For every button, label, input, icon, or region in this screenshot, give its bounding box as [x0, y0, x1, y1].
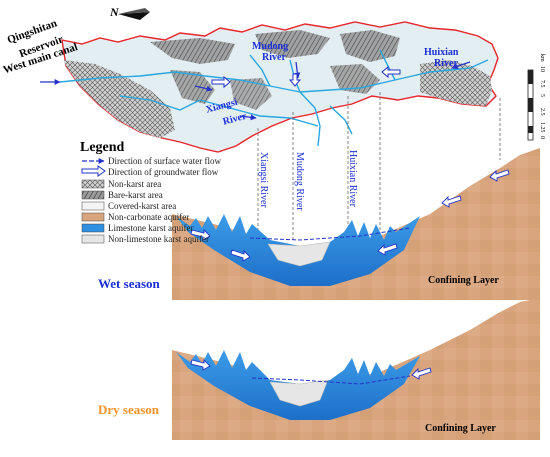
north-arrow-icon	[118, 8, 150, 20]
map-river-label-huixian-2: River	[434, 58, 458, 69]
legend-non-karst-swatch	[81, 179, 105, 189]
dry-season-section	[172, 298, 540, 440]
scale-tick-5: 10	[539, 66, 545, 72]
map-river-label-mudong-1: Mudong	[252, 41, 289, 52]
groundwater-arrow-map-3	[381, 65, 401, 79]
legend-swatches	[81, 158, 106, 244]
legend-label-non-carbonate: Non-carbonate aquifer	[108, 212, 190, 222]
projection-lines	[257, 92, 501, 240]
groundwater-arrow-wet-2	[230, 249, 251, 262]
bare-karst-area-6	[230, 78, 272, 110]
wet-season-label: Wet season	[98, 276, 160, 291]
legend-label-surface-flow: Direction of surface water flow	[108, 156, 221, 166]
legend-label-non-limestone-karst: Non-limestone karst aquifer	[108, 234, 209, 244]
groundwater-arrow-map-1	[211, 75, 231, 89]
map-river-label-huixian-1: Huixian	[424, 47, 459, 58]
section-river-label-huixian: Huixian River	[347, 150, 358, 207]
surface-flow-arrow-3	[294, 61, 301, 79]
legend-title: Legend	[80, 140, 125, 155]
legend-non-carbonate-swatch	[81, 212, 105, 222]
groundwater-arrow-wet-3	[377, 243, 398, 256]
section-river-label-xiangsi: Xiangsi River	[258, 152, 269, 208]
map-river-label-mudong-2: River	[262, 52, 286, 63]
groundwater-arrow-dry-2	[411, 367, 432, 380]
groundwater-arrow-wet-4	[441, 195, 462, 208]
surface-flow-arrow-2	[239, 114, 257, 121]
bare-karst-area-1	[150, 38, 235, 64]
legend-limestone-karst-swatch	[81, 223, 105, 233]
scale-tick-4: 7.5	[539, 80, 545, 88]
bare-karst-area-2	[255, 30, 330, 58]
dry-confining-layer-label: Confining Layer	[425, 423, 496, 434]
scale-tick-3: 5	[539, 94, 545, 97]
bare-karst-area-3	[340, 30, 400, 62]
legend-label-bare-karst: Bare-karst area	[108, 190, 163, 200]
legend-groundwater-flow-arrow-icon	[81, 165, 106, 177]
wet-confining-layer-label: Confining Layer	[428, 275, 499, 286]
groundwater-arrow-wet-1	[190, 228, 211, 241]
dry-water-table	[251, 375, 411, 385]
scale-tick-2: 2.5	[539, 108, 545, 116]
catchment-map	[40, 8, 499, 153]
legend-covered-karst-swatch	[81, 201, 105, 211]
legend-non-limestone-karst-swatch	[81, 234, 105, 244]
wet-water-table	[249, 227, 411, 241]
legend-bare-karst-swatch	[81, 190, 105, 200]
scale-bar	[527, 69, 534, 141]
wet-season-section	[172, 148, 540, 300]
legend-label-groundwater-flow: Direction of groundwater flow	[108, 167, 219, 177]
scale-tick-0: 0	[539, 136, 545, 139]
surface-flow-arrow-1	[194, 85, 213, 92]
legend-label-non-karst: Non-karst area	[108, 179, 162, 189]
groundwater-arrow-dry-1	[190, 358, 211, 371]
groundwater-arrow-map-2	[288, 73, 302, 87]
legend-label-covered-karst: Covered-karst area	[108, 201, 177, 211]
section-river-label-mudong: Mudong River	[294, 152, 305, 211]
surface-flow-arrow-4	[451, 61, 471, 70]
wet-non-limestone-karst-aquifer	[267, 241, 331, 267]
legend-label-limestone-karst: Limestone karst aquifer	[108, 223, 194, 233]
scale-tick-1: 1.25	[539, 122, 545, 133]
bare-karst-area-4	[170, 70, 215, 104]
dry-non-limestone-karst-aquifer	[269, 379, 329, 407]
dry-season-label: Dry season	[98, 402, 160, 417]
groundwater-arrow-wet-5	[489, 169, 510, 182]
north-label: N	[110, 5, 119, 19]
scale-unit: km	[539, 54, 545, 62]
